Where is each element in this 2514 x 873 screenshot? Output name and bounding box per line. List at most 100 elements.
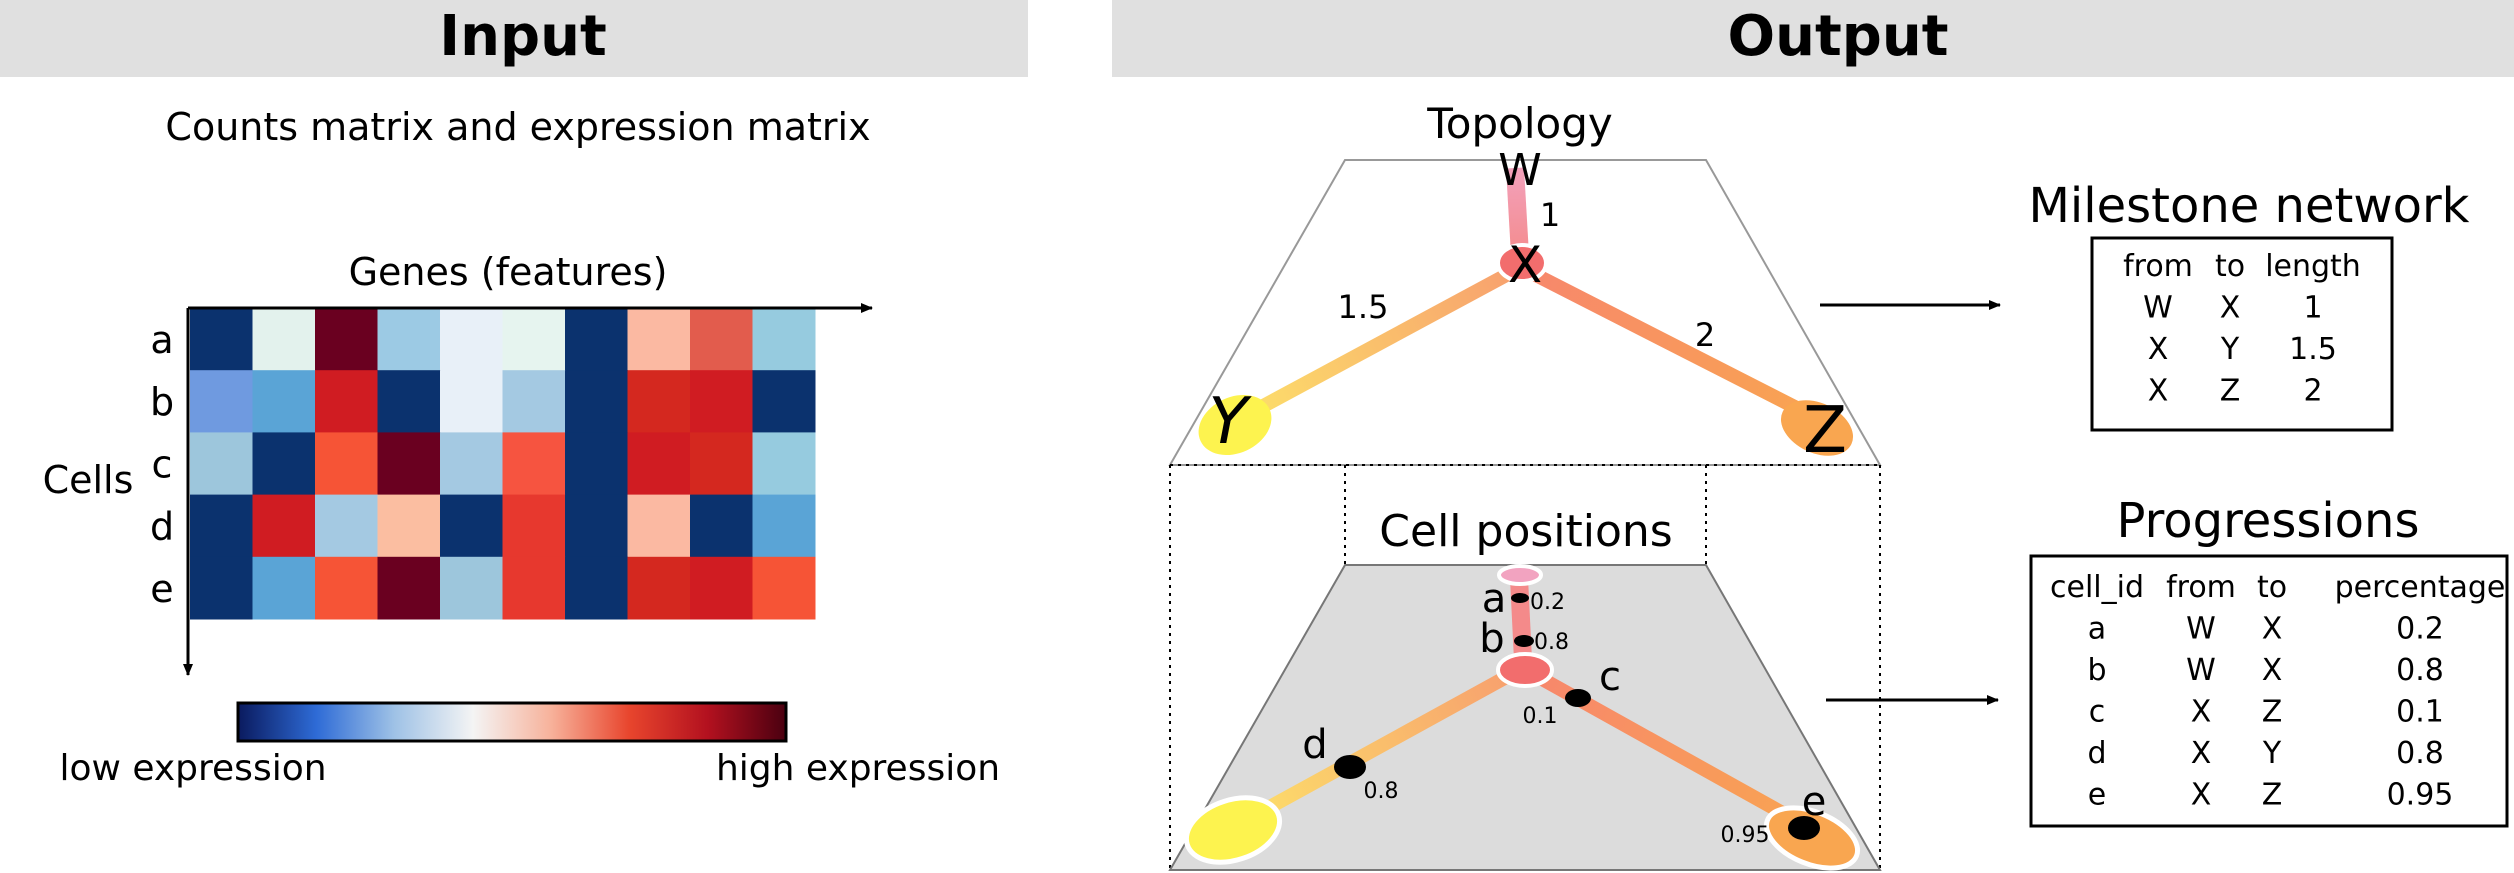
table-cell: Y: [2262, 736, 2282, 771]
table-cell: Z: [2220, 374, 2241, 409]
cell-dot-a: [1511, 593, 1529, 603]
heatmap-cell: [690, 432, 753, 496]
heatmap-cell: [627, 494, 691, 558]
heatmap-cell: [377, 308, 441, 371]
table-cell: W: [2186, 612, 2216, 647]
milestone-z-label: Z: [1803, 394, 1847, 468]
cell-dot-c: [1565, 689, 1591, 707]
heatmap-cell: [502, 494, 566, 558]
heatmap-cell: [252, 494, 316, 558]
table-cell: 2: [2303, 374, 2322, 409]
heatmap-cell: [565, 556, 628, 620]
row-label: a: [150, 318, 173, 362]
table-cell: 0.1: [2396, 695, 2444, 730]
heatmap-cell: [565, 370, 628, 433]
table-header-cell: percentage: [2335, 570, 2506, 605]
edge-w-x: [1506, 167, 1529, 256]
cell-label-a: a: [1482, 576, 1507, 622]
table-cell: e: [2088, 778, 2106, 813]
colorbar-low-label: low expression: [59, 748, 326, 789]
input-header: Input: [439, 4, 606, 69]
heatmap-cell: [190, 556, 253, 620]
heatmap-cell: [377, 556, 441, 620]
table-cell: X: [2148, 374, 2169, 409]
heatmap-cell: [565, 432, 628, 496]
table-cell: c: [2089, 695, 2106, 730]
table-cell: 0.95: [2387, 778, 2454, 813]
table-header-cell: from: [2123, 249, 2193, 284]
cell-dot-d: [1334, 755, 1366, 779]
heatmap-cell: [377, 494, 441, 558]
heatmap-cell: [190, 308, 253, 371]
edge-length-wx: 1: [1540, 196, 1560, 234]
heatmap-cell: [627, 370, 691, 433]
cell-node-w: [1497, 564, 1543, 586]
table-header-cell: from: [2166, 570, 2236, 605]
row-label: e: [150, 567, 173, 611]
cell-label-d: d: [1302, 722, 1327, 768]
cell-positions-title-bg: [1372, 500, 1678, 560]
heatmap-cell: [565, 494, 628, 558]
heatmap-cell: [627, 556, 691, 620]
genes-axis-label: Genes (features): [349, 250, 668, 294]
heatmap-cell: [627, 308, 691, 371]
table-cell: X: [2191, 736, 2212, 771]
table-cell: a: [2088, 612, 2106, 647]
progressions-table: [2029, 554, 2509, 828]
heatmap-cell: [377, 370, 441, 433]
cells-axis-label: Cells: [43, 458, 134, 502]
node-y: [1198, 394, 1272, 456]
cell-positions-plane: [1168, 564, 1882, 871]
progressions-title: Progressions: [2117, 493, 2420, 549]
table-cell: 0.8: [2396, 653, 2444, 688]
topology-title-bg: [1420, 100, 1630, 148]
heatmap-cell: [752, 494, 816, 558]
output-panel: Output Topology W X Y Z 1 1.5 2 Cell pos…: [1112, 0, 2514, 871]
heatmap-cell: [377, 432, 441, 496]
heatmap-cell: [690, 556, 753, 620]
milestone-network-table: [2090, 236, 2394, 432]
table-cell: Z: [2262, 695, 2283, 730]
heatmap-cell: [440, 370, 503, 433]
cell-value-a: 0.2: [1530, 590, 1565, 615]
heatmap-cell: [315, 432, 378, 496]
projection-guides: [1169, 464, 1881, 870]
cell-value-b: 0.8: [1534, 630, 1569, 655]
topology-title: Topology: [1426, 99, 1612, 148]
output-header-band: [1112, 0, 2514, 77]
row-label: d: [150, 505, 174, 549]
heatmap-cell: [440, 556, 503, 620]
heatmap-cell: [190, 370, 253, 433]
output-header: Output: [1728, 4, 1949, 69]
heatmap-cell: [252, 370, 316, 433]
heatmap-cell: [440, 308, 503, 371]
table-cell: Y: [2220, 332, 2240, 367]
cell-label-c: c: [1599, 654, 1621, 700]
heatmap-cell: [752, 432, 816, 496]
cell-dot-b: [1514, 635, 1534, 647]
table-cell: X: [2191, 695, 2212, 730]
cell-edge-x-y: [1224, 668, 1514, 837]
heatmap-cell: [440, 494, 503, 558]
heatmap-cell: [752, 308, 816, 371]
table-cell: X: [2262, 612, 2283, 647]
cell-value-e: 0.95: [1721, 823, 1770, 848]
table-cell: d: [2087, 736, 2106, 771]
table-cell: W: [2186, 653, 2216, 688]
table-cell: X: [2191, 778, 2212, 813]
heatmap-cell: [315, 308, 378, 371]
heatmap-cell: [315, 494, 378, 558]
cell-value-c: 0.1: [1523, 704, 1558, 729]
edge-length-xy: 1.5: [1338, 288, 1389, 326]
colorbar-high-label: high expression: [716, 748, 1000, 789]
heatmap-cell: [315, 556, 378, 620]
table-cell: 1.5: [2289, 332, 2337, 367]
cell-positions-title: Cell positions: [1379, 506, 1672, 557]
node-z: [1780, 400, 1854, 456]
heatmap-cell: [502, 432, 566, 496]
cell-value-d: 0.8: [1364, 779, 1399, 804]
